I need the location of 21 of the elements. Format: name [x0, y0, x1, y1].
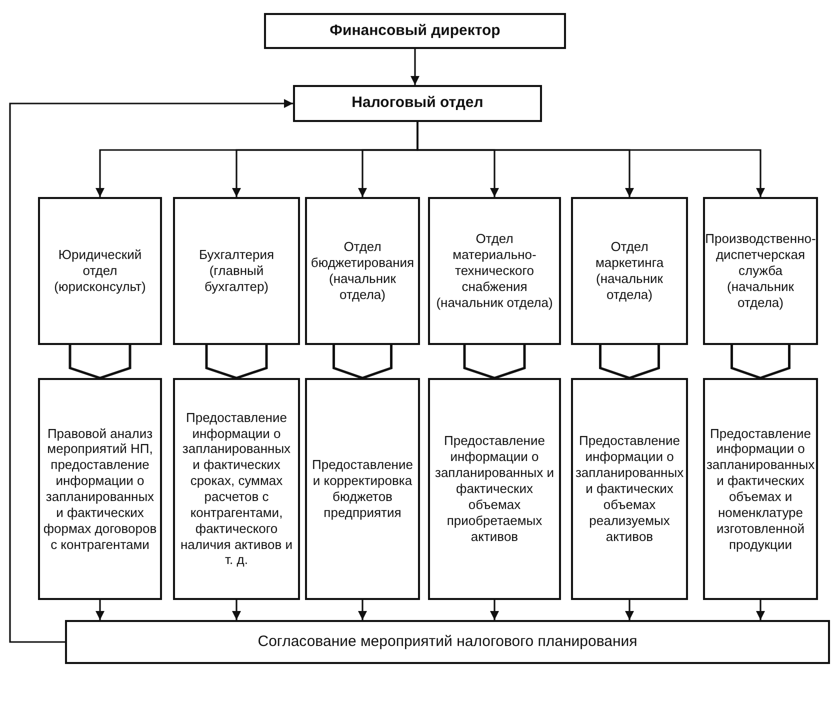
arrow — [232, 600, 241, 620]
arrow — [625, 600, 634, 620]
arrow — [9, 99, 293, 643]
block-arrow — [730, 344, 790, 380]
arrow — [410, 49, 420, 85]
department-box: Отдел материально-технического снабжения (начальник отдела) — [428, 197, 561, 345]
title-box: Финансовый директор — [264, 13, 566, 49]
block-arrow — [332, 344, 392, 380]
arrow — [358, 600, 367, 620]
arrow — [96, 600, 104, 620]
description-box: Предоставление информации о запланированных и фактических объемах приобретаемых активов — [428, 378, 561, 600]
process-box: Согласование мероприятий налогового планирования — [65, 620, 830, 664]
arrow — [756, 600, 765, 620]
block-arrow — [205, 344, 268, 380]
arrow — [490, 600, 499, 620]
block-arrow — [463, 344, 526, 380]
block-arrow — [68, 344, 132, 380]
description-box: Предоставление информации о запланированных и фактических сроках, суммах расчетов с контрагентами, фактического наличия активов и т. д. — [173, 378, 300, 600]
block-arrow — [599, 344, 660, 380]
department-box: Бухгалтерия (главный бухгалтер) — [173, 197, 300, 345]
department-box: Налоговый отдел — [293, 85, 542, 122]
